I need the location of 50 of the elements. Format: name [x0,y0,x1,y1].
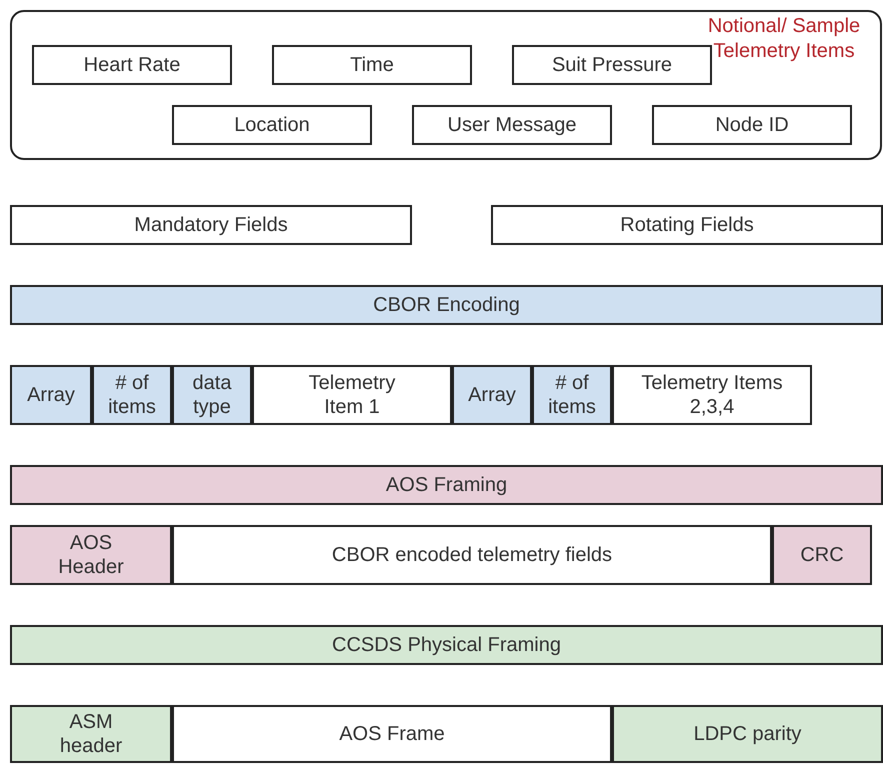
field-box [272,45,472,85]
field-box [10,525,172,585]
field-box [612,365,812,425]
field-label: CCSDS Physical Framing [332,633,561,657]
field-label: # of items [547,371,597,419]
field-label: Heart Rate [84,53,180,77]
field-label: Telemetry Item 1 [308,371,396,419]
field-label: User Message [448,113,576,137]
group-title: Notional/ Sample Telemetry Items [706,14,862,64]
field-label: Node ID [715,113,789,137]
field-label: CBOR encoded telemetry fields [332,543,612,567]
field-label: AOS Header [57,531,125,579]
field-label: LDPC parity [694,722,802,746]
field-box [532,365,612,425]
field-box [172,105,372,145]
field-box [172,705,612,763]
field-box [172,525,772,585]
field-label: Rotating Fields [620,213,754,237]
field-box [491,205,883,245]
field-box [412,105,612,145]
field-label: CRC [800,543,844,567]
field-label: ASM header [58,710,124,758]
field-box [32,45,232,85]
field-box [10,365,92,425]
field-label: Telemetry Items 2,3,4 [640,371,784,419]
field-label: AOS Frame [339,722,445,746]
field-box [512,45,712,85]
field-box [10,285,883,325]
field-box [10,465,883,505]
field-box [772,525,872,585]
field-label: Mandatory Fields [134,213,288,237]
field-box [10,705,172,763]
field-box [612,705,883,763]
field-box [92,365,172,425]
field-label: Suit Pressure [552,53,672,77]
field-label: # of items [107,371,157,419]
field-label: Array [27,383,75,407]
field-label: Time [350,53,394,77]
field-box [172,365,252,425]
field-label: AOS Framing [386,473,508,497]
group-panel [10,10,882,160]
field-box [10,625,883,665]
field-box [652,105,852,145]
field-box [452,365,532,425]
field-box [10,205,412,245]
field-box [252,365,452,425]
field-label: CBOR Encoding [373,293,520,317]
field-label: data type [192,371,232,419]
field-label: Array [468,383,516,407]
field-label: Location [234,113,310,137]
